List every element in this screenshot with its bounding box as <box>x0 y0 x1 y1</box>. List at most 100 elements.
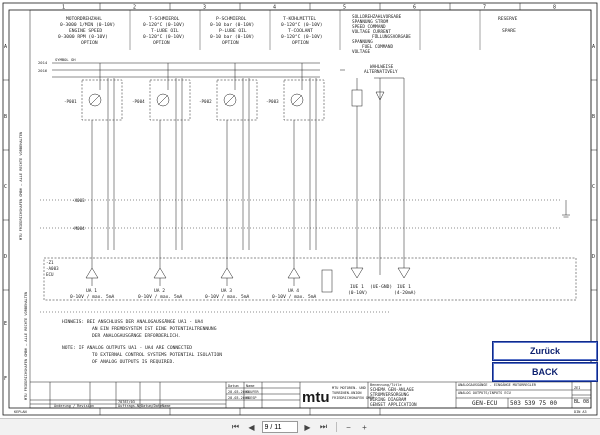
row-label: B <box>592 114 595 120</box>
row-label: D <box>592 254 595 260</box>
title-row: KAUFER <box>246 390 260 394</box>
channel-title-de: T-SCHMIEROL <box>149 16 180 22</box>
channel-option: OPTION <box>153 40 170 46</box>
setpoint-line: SPANNUNG <box>352 39 373 45</box>
title-row: Name <box>246 384 254 388</box>
back-button[interactable]: BACK <box>492 362 598 382</box>
channel-range-de: 0-120°C (0-10V) <box>143 22 185 28</box>
channel-title-de: MOTORDREHZAHL <box>66 16 102 22</box>
project-line: GENSET APPLICATION <box>370 402 417 408</box>
col-label: 6 <box>413 5 416 11</box>
pdf-toolbar: ⏮ ◀ ▶ ⏭ − + <box>0 418 600 435</box>
col-label: 3 <box>203 5 206 11</box>
zoom-out-icon[interactable]: − <box>346 422 351 432</box>
project-line: SCHEMA GEN-ANLAGE <box>370 387 414 393</box>
note-line: AN EIN FREMDSYSTEM IST EINE POTENTIALTRE… <box>92 326 217 332</box>
output-signal: 0-10V / max. 5mA <box>70 294 114 300</box>
channel-range-de: 0-10 bar (0-10V) <box>210 22 254 28</box>
bus-label: 2016 <box>38 68 48 73</box>
setpoint-line: SPEED COMMAND <box>352 24 386 30</box>
row-label: D <box>4 254 7 260</box>
selector-note: WAHLWEISE <box>370 64 394 70</box>
output-name: UA 4 <box>288 288 299 294</box>
note-line: OF ANALOG OUTPUTS IS REQUIRED. <box>92 359 175 365</box>
revision-code: 78787/03 <box>118 400 135 404</box>
setpoint-line: FUEL COMMAND <box>362 44 393 50</box>
note-line: NOTE: IF ANALOG OUTPUTS UA1 - UA4 ARE CO… <box>62 345 192 351</box>
project-line: STROMVERSORGUNG <box>370 392 409 398</box>
input-name: (UE-GND) <box>370 284 392 290</box>
channel-title-de: T-KÜHLMITTEL <box>283 15 316 22</box>
drawing-code: GEN-ECU <box>472 400 498 407</box>
wiring-diagram-sheet: 1 2 3 4 5 6 7 8 A B C D E F A B C D MTU … <box>2 2 598 416</box>
company-line: MTU MOTOREN- UND <box>332 386 366 390</box>
next-page-icon[interactable]: ▶ <box>304 422 311 432</box>
col-label: 5 <box>343 5 346 11</box>
sheet-prefix: ZEI <box>574 386 580 390</box>
prev-page-icon[interactable]: ◀ <box>248 422 255 432</box>
output-name: UA 3 <box>221 288 232 294</box>
col-label: 7 <box>483 5 486 11</box>
note-line: TO EXTERNAL CONTROL SYSTEMS POTENTIAL IS… <box>92 352 222 358</box>
bus-label: SYMBOL GH <box>55 57 76 62</box>
row-label: A <box>592 44 595 50</box>
output-signal: 0-10V / max. 5mA <box>272 294 316 300</box>
row-label: C <box>592 184 595 190</box>
rail-label: -X003 <box>72 198 85 203</box>
company-line: FRIEDRICHSHAFEN GMBH <box>332 396 374 400</box>
first-page-icon[interactable]: ⏮ <box>231 422 240 431</box>
drawing-title: ANALOG OUTPUTS/INPUTS ECU <box>458 391 511 395</box>
channel-range-en: 0-3000 RPM (0-10V) <box>58 34 108 40</box>
setpoint-line: SPANNUNG STROM <box>352 19 389 25</box>
input-name: IUE 1 <box>397 284 411 290</box>
col-label: 8 <box>553 5 556 11</box>
drawing-title: ANALOGAUSGÄNGE - EINGÄNGE MOTORREGLER <box>458 382 537 387</box>
zurueck-button[interactable]: Zurück <box>492 341 598 361</box>
col-label: 1 <box>62 5 65 11</box>
channel-ref: -P002 <box>199 99 212 104</box>
side-copyright-text: MTU FRIEDRICHSHAFEN GMBH — ALLE RECHTE V… <box>24 292 28 400</box>
zoom-in-icon[interactable]: + <box>362 422 367 432</box>
revision-header: Änderung / Revision <box>54 403 94 408</box>
setpoint-line: FÜLLUNGSVORGABE <box>372 33 411 40</box>
drawing-number: 503 539 75 00 <box>510 400 557 407</box>
project-label: Benennung/Title <box>370 383 402 387</box>
setpoint-line: VOLTAGE CURRENT <box>352 29 391 35</box>
row-label: E <box>4 321 7 327</box>
note-line: DER ANALOGAUSGÄNGE ERFORDERLICH. <box>92 332 181 339</box>
channel-option: OPTION <box>81 40 98 46</box>
title-row: HOESP <box>246 396 257 400</box>
input-range: (0-10V) <box>348 290 367 296</box>
channel-ref: -P003 <box>266 99 279 104</box>
selector-note: ALTERNATIVELY <box>364 69 398 75</box>
page-number-input[interactable] <box>261 421 298 433</box>
company-line: TURBINEN-UNION <box>332 391 362 395</box>
col-label: 2 <box>133 5 136 11</box>
title-row: 28.03.2003 <box>228 396 249 400</box>
output-signal: 0-10V / max. 5mA <box>205 294 249 300</box>
col-label: 4 <box>273 5 276 11</box>
last-page-icon[interactable]: ⏭ <box>319 422 328 431</box>
ecu-tag: -Z1 <box>46 260 54 265</box>
revision-header: Datum/Date <box>141 404 162 408</box>
channel-title-de: P-SCHMIEROL <box>216 16 247 22</box>
ecu-tag: ECU <box>46 272 54 277</box>
channel-title-en: T-COOLANT <box>288 28 313 34</box>
row-label: B <box>4 114 7 120</box>
note-line: HINWEIS: BEI ANSCHLUSS DER ANALOGAUSGÄNG… <box>62 318 203 325</box>
channel-range-de: 0-3000 1/MIN (0-10V) <box>60 22 115 28</box>
title-row: Datum <box>228 384 239 388</box>
output-signal: 0-10V / max. 5mA <box>138 294 182 300</box>
channel-option: OPTION <box>292 40 309 46</box>
mtu-logo: mtu <box>302 389 330 406</box>
row-label: A <box>4 44 7 50</box>
reserve-label: SPARE <box>502 28 516 34</box>
channel-ref: -P001 <box>64 99 77 104</box>
output-name: UA 2 <box>154 288 165 294</box>
channel-title-en: ENGINE SPEED <box>69 28 102 34</box>
bus-label: 2014 <box>38 60 48 65</box>
norm-label: DIN A3 <box>574 410 587 414</box>
row-label: F <box>4 376 7 382</box>
channel-title-en: T-LUBE OIL <box>151 28 179 34</box>
title-row: 28.03.2003 <box>228 390 249 394</box>
